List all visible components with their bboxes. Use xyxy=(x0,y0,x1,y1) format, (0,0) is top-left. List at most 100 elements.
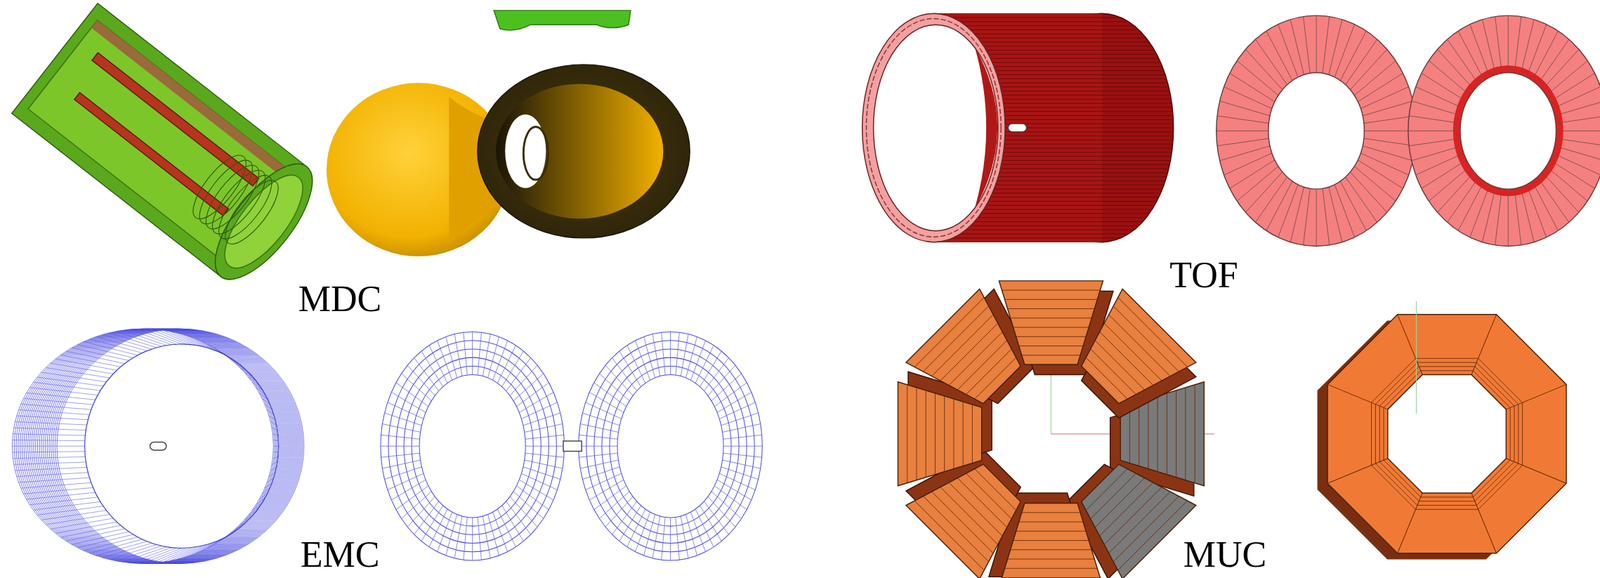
emc-endcap-radial xyxy=(719,473,756,490)
tof-endcap xyxy=(1216,15,1417,246)
emc-endcap-radial xyxy=(497,509,516,548)
tof-radial xyxy=(1357,73,1403,102)
tof-radial xyxy=(1495,16,1503,74)
tof-radial xyxy=(1495,188,1503,246)
emc-endcap-radial xyxy=(690,340,706,380)
tof-radial xyxy=(1362,101,1414,116)
emc-crystal xyxy=(102,542,152,558)
tof-endcap-hole xyxy=(1460,73,1557,190)
emc-crystal xyxy=(33,382,100,391)
tof-radial xyxy=(1428,166,1471,202)
emc-endcap-radial xyxy=(619,351,642,388)
muc-layer xyxy=(965,349,1012,395)
tof-radial xyxy=(1220,101,1271,116)
muc-layer xyxy=(1184,387,1186,481)
muc-layer xyxy=(1099,331,1154,385)
tof-radial xyxy=(1236,166,1279,202)
emc-crystal xyxy=(60,525,121,538)
emc-crystal xyxy=(235,518,251,529)
tof-radial xyxy=(1549,160,1595,189)
muc-layer xyxy=(925,390,927,478)
tof-radial xyxy=(1415,86,1464,109)
emc-crystal xyxy=(89,539,143,554)
emc-endcap-radial xyxy=(690,512,706,552)
part-label: MUC xyxy=(1183,536,1267,574)
muc-layer xyxy=(1010,549,1093,550)
emc-crystal xyxy=(11,446,85,447)
emc-crystal xyxy=(14,462,87,465)
muc-layer xyxy=(1113,306,1179,372)
tof-radial xyxy=(1549,73,1595,102)
emc-endcap-radial xyxy=(525,453,565,458)
emc-endcap-radial xyxy=(506,501,531,535)
emc-crystal xyxy=(142,328,182,345)
mdc-hole-rim xyxy=(523,127,548,181)
emc-crystal xyxy=(77,344,133,359)
emc-endcap-radial xyxy=(627,345,646,384)
emc-endcap-radial xyxy=(391,392,426,413)
emc-endcap-radial xyxy=(578,434,618,439)
emc-endcap-radial xyxy=(680,334,689,377)
emc-endcap-radial xyxy=(521,402,557,419)
emc-endcap-radial xyxy=(619,505,642,542)
emc-crystal xyxy=(156,547,192,564)
emc-endcap-radial xyxy=(493,512,508,552)
emc-endcap-radial xyxy=(471,517,473,561)
tof-radial xyxy=(1520,19,1534,76)
emc-crystal xyxy=(83,341,138,355)
tof-bar-line xyxy=(933,13,1103,15)
emc-endcap-ring xyxy=(403,357,541,535)
tof-radial xyxy=(1217,138,1269,147)
emc-endcap-radial xyxy=(661,516,666,560)
part-label: EMC xyxy=(300,536,380,574)
mdc-ring-outer xyxy=(477,64,690,239)
muc-seam xyxy=(1505,458,1567,484)
emc-crystal xyxy=(244,372,258,383)
tof-endcap-band xyxy=(1453,65,1564,196)
tof-radial xyxy=(1354,60,1396,96)
emc-endcap-radial xyxy=(497,345,516,384)
muc-layer xyxy=(932,314,994,377)
emc-endcap-radial xyxy=(680,516,689,559)
muc-layer xyxy=(1001,577,1100,578)
emc-endcap-radial xyxy=(381,453,421,458)
tof-radial xyxy=(1217,115,1269,124)
tof-radial xyxy=(1408,130,1461,132)
tof-front xyxy=(862,13,1006,242)
tof-radial xyxy=(1552,86,1600,109)
emc-endcap-radial xyxy=(661,332,666,376)
emc-endcap xyxy=(578,332,763,561)
muc-layer xyxy=(1166,393,1168,475)
emc-endcap-radial xyxy=(578,453,618,458)
emc-endcap-radial xyxy=(612,357,638,391)
emc-endcap-radial xyxy=(516,486,549,510)
tof-radial xyxy=(1340,181,1367,231)
emc-endcap-radial xyxy=(580,460,619,469)
emc-crystal xyxy=(273,451,279,453)
emc-endcap-radial xyxy=(381,434,421,439)
muc-layer xyxy=(1085,357,1128,399)
mdc-ring xyxy=(210,167,281,247)
emc-endcap-radial xyxy=(524,460,563,469)
tof-endcap-disc xyxy=(1408,15,1600,246)
emc-endcap-radial xyxy=(454,516,463,559)
emc-crystal xyxy=(102,334,152,350)
emc-endcap-radial xyxy=(387,473,424,490)
muc-layer xyxy=(972,404,973,463)
tof-radial xyxy=(1224,153,1272,175)
emc-crystal xyxy=(45,514,110,525)
mdc-ring xyxy=(203,162,274,242)
muc-seam xyxy=(1505,384,1567,410)
muc-layer xyxy=(1085,469,1128,511)
emc-crystal xyxy=(149,547,187,564)
muc-layer xyxy=(1118,297,1188,368)
emc-endcap-radial xyxy=(519,479,554,501)
muc-layer xyxy=(1094,340,1145,390)
muc-barrel xyxy=(897,280,1214,578)
emc-endcap-radial xyxy=(446,337,458,378)
emc-crystal xyxy=(12,434,85,436)
emc-crystal xyxy=(33,501,100,510)
muc-layer xyxy=(1157,396,1159,472)
emc-endcap-radial xyxy=(509,365,538,396)
